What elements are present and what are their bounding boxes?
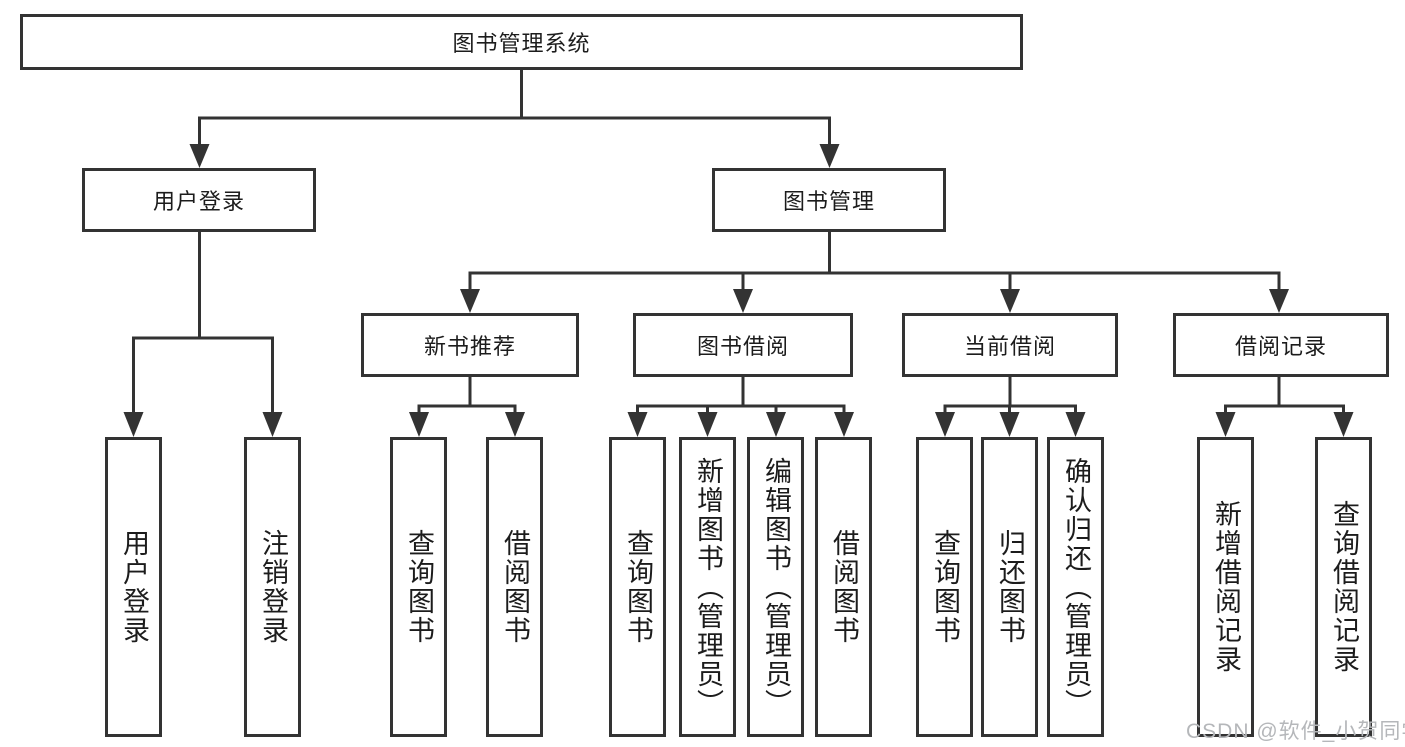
node-leaf-query-book-2: 查询图书 <box>609 437 666 737</box>
node-new-book-recommend: 新书推荐 <box>361 313 579 377</box>
leaf-label: 查询图书 <box>404 529 434 645</box>
node-leaf-confirm-return-admin: 确认归还（管理员） <box>1047 437 1104 737</box>
leaf-label: 查询图书 <box>930 529 960 645</box>
node-leaf-user-login: 用户登录 <box>105 437 162 737</box>
node-leaf-query-book-3: 查询图书 <box>916 437 973 737</box>
node-leaf-add-borrow-record: 新增借阅记录 <box>1197 437 1254 737</box>
node-user-login: 用户登录 <box>82 168 316 232</box>
leaf-label: 编辑图书（管理员） <box>761 456 791 718</box>
node-borrow-records: 借阅记录 <box>1173 313 1389 377</box>
leaf-label: 借阅图书 <box>500 529 530 645</box>
node-book-borrow: 图书借阅 <box>633 313 853 377</box>
node-leaf-query-borrow-record: 查询借阅记录 <box>1315 437 1372 737</box>
leaf-label: 归还图书 <box>995 529 1025 645</box>
node-root: 图书管理系统 <box>20 14 1023 70</box>
leaf-label: 新增借阅记录 <box>1211 500 1241 674</box>
leaf-label: 借阅图书 <box>829 529 859 645</box>
leaf-label: 确认归还（管理员） <box>1061 456 1091 718</box>
leaf-label: 注销登录 <box>258 529 288 645</box>
leaf-label: 用户登录 <box>119 529 149 645</box>
arrowheads <box>123 144 1354 437</box>
csdn-watermark: CSDN @软件_小贺同学 <box>1186 720 1405 743</box>
leaf-label: 新增图书（管理员） <box>693 456 723 718</box>
leaf-label: 查询借阅记录 <box>1329 500 1359 674</box>
node-leaf-return-book: 归还图书 <box>981 437 1038 737</box>
node-current-borrow: 当前借阅 <box>902 313 1118 377</box>
leaf-label: 查询图书 <box>623 529 653 645</box>
node-leaf-edit-book-admin: 编辑图书（管理员） <box>747 437 804 737</box>
node-leaf-borrow-book-2: 借阅图书 <box>815 437 872 737</box>
node-leaf-borrow-book-1: 借阅图书 <box>486 437 543 737</box>
node-leaf-query-book-1: 查询图书 <box>390 437 447 737</box>
node-leaf-add-book-admin: 新增图书（管理员） <box>679 437 736 737</box>
node-book-management: 图书管理 <box>712 168 946 232</box>
node-leaf-logout: 注销登录 <box>244 437 301 737</box>
